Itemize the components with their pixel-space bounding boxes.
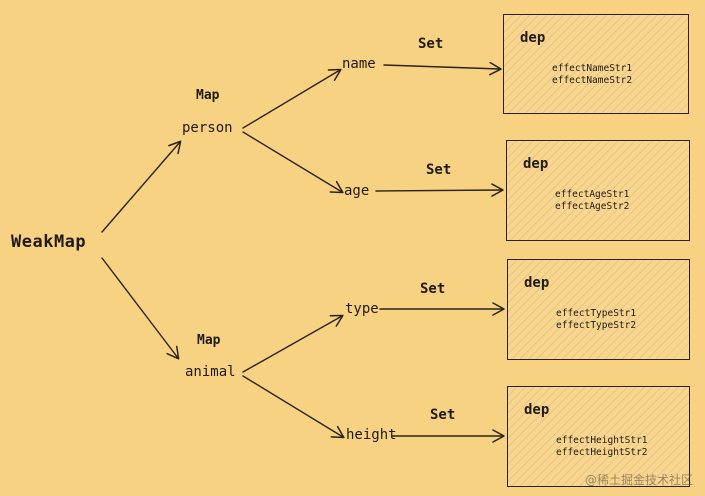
set-label-height: Set <box>430 407 456 423</box>
dep-box-age: dep effectAgeStr1 effectAgeStr2 <box>506 140 690 241</box>
dep-box-type: dep effectTypeStr1 effectTypeStr2 <box>507 259 690 360</box>
effect-item: effectAgeStr2 <box>555 201 630 212</box>
dep-box-name: dep effectNameStr1 effectNameStr2 <box>503 14 689 114</box>
dep-title: dep <box>524 275 550 291</box>
edge-animal-type <box>242 314 344 373</box>
weakmap-label: WeakMap <box>11 232 87 252</box>
effect-item: effectAgeStr1 <box>555 189 630 200</box>
edge-weakmap-person <box>101 140 182 233</box>
edge-age-set <box>375 183 504 197</box>
key-type: type <box>345 301 379 317</box>
map-type-label-person: Map <box>196 88 220 103</box>
key-age: age <box>344 183 370 199</box>
edge-animal-height <box>242 375 345 439</box>
dep-title: dep <box>520 30 546 46</box>
map-name-person: person <box>182 120 233 136</box>
dep-title: dep <box>523 156 549 172</box>
map-type-label-animal: Map <box>197 333 221 348</box>
effect-item: effectNameStr1 <box>552 63 633 74</box>
set-label-type: Set <box>420 281 446 297</box>
edge-person-age <box>242 131 344 194</box>
map-name-animal: animal <box>185 364 236 380</box>
effect-item: effectNameStr2 <box>552 75 633 86</box>
set-label-age: Set <box>426 162 452 178</box>
key-height: height <box>346 427 397 443</box>
key-name: name <box>342 56 376 72</box>
set-label-name: Set <box>418 36 444 52</box>
edge-name-set <box>383 61 502 76</box>
watermark: @稀土掘金技术社区 <box>584 473 693 487</box>
effect-item: effectHeightStr2 <box>556 447 648 458</box>
effect-item: effectTypeStr1 <box>556 308 637 319</box>
dep-box-height: dep effectHeightStr1 effectHeightStr2 <box>507 386 690 487</box>
dep-title: dep <box>524 402 550 418</box>
effect-item: effectHeightStr1 <box>556 435 648 446</box>
edge-person-name <box>242 68 342 129</box>
edge-weakmap-animal <box>101 257 180 360</box>
effect-item: effectTypeStr2 <box>556 320 637 331</box>
